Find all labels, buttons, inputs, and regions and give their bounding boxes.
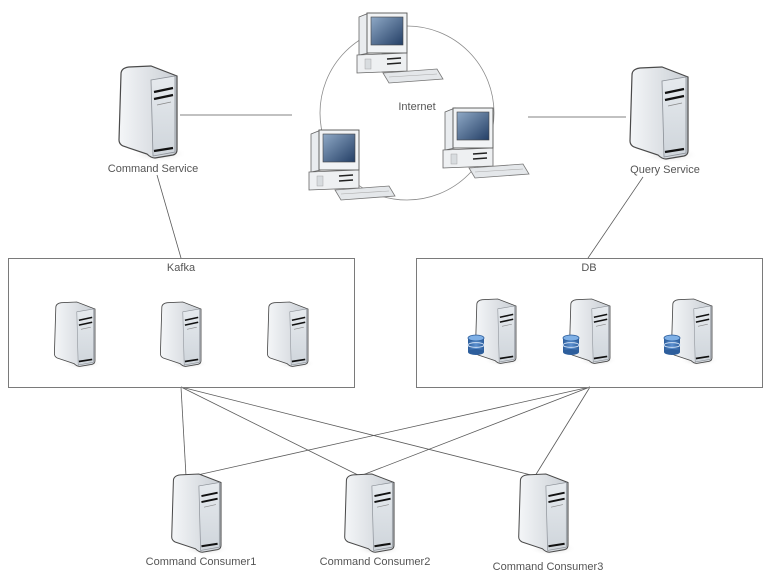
edge-db-consumer2: [359, 386, 591, 477]
database-cylinder-3-icon: [663, 334, 681, 356]
consumer2-server-icon[interactable]: [343, 472, 404, 557]
edge-db-consumer1: [192, 386, 591, 477]
database-cylinder-1-icon: [467, 334, 485, 356]
query-service-server-icon[interactable]: [628, 65, 700, 165]
edge-kafka-consumer3: [180, 386, 536, 477]
consumer3-label: Command Consumer3: [492, 561, 604, 573]
consumer1-server-icon[interactable]: [170, 472, 231, 557]
command-service-server-icon[interactable]: [117, 64, 189, 164]
kafka-broker-2-server-icon[interactable]: [159, 301, 209, 371]
kafka-group-box[interactable]: [8, 258, 355, 388]
kafka-broker-1-server-icon[interactable]: [53, 301, 103, 371]
edge-command-service-kafka: [156, 174, 182, 259]
kafka-group-label: Kafka: [166, 262, 196, 274]
database-cylinder-2-icon: [562, 334, 580, 356]
edge-kafka-consumer1: [180, 386, 187, 477]
consumer1-label: Command Consumer1: [145, 556, 257, 568]
internet-workstation-top-icon[interactable]: [356, 12, 444, 84]
internet-label: Internet: [398, 101, 436, 113]
edge-kafka-consumer2: [180, 386, 361, 477]
db-group-box[interactable]: [416, 258, 763, 388]
edge-db-consumer3: [534, 386, 591, 477]
db-server-1-icon[interactable]: [474, 298, 524, 368]
command-service-label: Command Service: [107, 163, 199, 175]
kafka-broker-3-server-icon[interactable]: [266, 301, 316, 371]
internet-workstation-left-icon[interactable]: [308, 129, 396, 201]
connections: [156, 114, 644, 477]
db-server-2-icon[interactable]: [568, 298, 618, 368]
db-group-label: DB: [581, 262, 597, 274]
consumer3-server-icon[interactable]: [517, 472, 578, 557]
db-server-3-icon[interactable]: [670, 298, 720, 368]
consumer2-label: Command Consumer2: [319, 556, 431, 568]
edge-query-service-db: [587, 176, 644, 259]
query-service-label: Query Service: [630, 164, 700, 176]
internet-workstation-right-icon[interactable]: [442, 107, 530, 179]
